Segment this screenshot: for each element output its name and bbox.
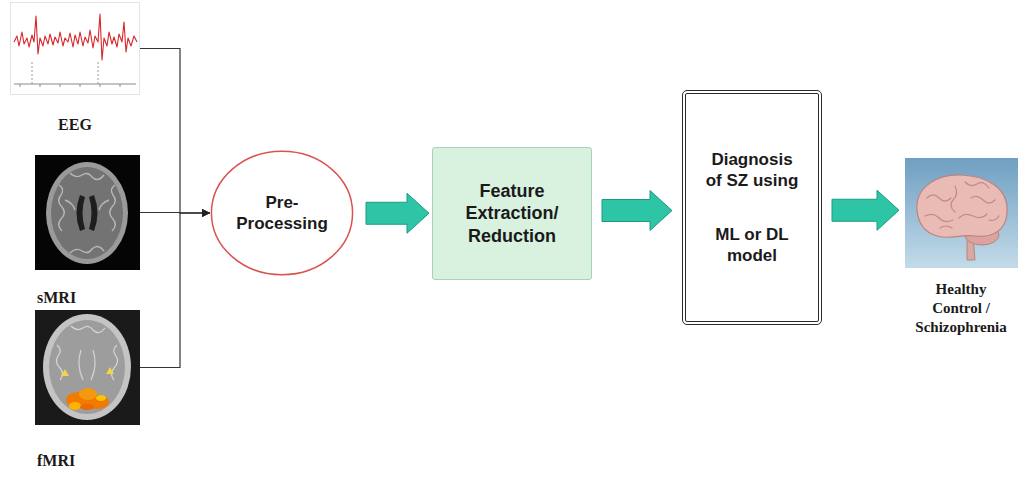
smri-background (35, 155, 140, 270)
smri-brain (51, 167, 123, 259)
model-box: Diagnosis of SZ using ML or DL model (682, 90, 822, 325)
node-label: EEG (10, 115, 140, 135)
smri-illustration (35, 155, 140, 270)
ellipse-outline (210, 150, 354, 276)
output-image-node: Healthy Control / Schizophrenia (905, 158, 1018, 268)
eeg-marker (98, 62, 99, 84)
brain-cerebrum (917, 175, 1007, 237)
process-ellipse: Pre-Processing (210, 150, 354, 276)
brain-illustration (905, 158, 1018, 268)
node-text-area: Diagnosis of SZ using ML or DL model (686, 94, 818, 321)
image-caption: sMRI (37, 288, 140, 308)
fmri-marker (106, 367, 114, 374)
fmri-marker (61, 369, 69, 376)
fmri-illustration (35, 310, 140, 425)
node-text: Diagnosis of SZ using (704, 149, 800, 192)
merge-connector (140, 213, 210, 368)
block-arrow (366, 193, 429, 233)
smri-image-node: sMRI (35, 155, 140, 270)
smri-skull (46, 162, 128, 264)
eeg-ticks (20, 84, 120, 87)
eeg-frame (11, 3, 140, 95)
node-label: Healthy Control / Schizophrenia (911, 280, 1011, 336)
eeg-marker (32, 62, 33, 84)
eeg-signal (14, 14, 137, 60)
node-label: sMRI (37, 288, 140, 308)
brain-gyri (925, 182, 999, 228)
fmri-brain (49, 320, 125, 414)
fmri-gyri (56, 326, 117, 380)
node-text-area: Pre-Processing (210, 150, 354, 276)
brain-background (905, 158, 1018, 268)
eeg-image-node: EEG (10, 2, 140, 95)
node-text: Feature Extraction/ Reduction (444, 180, 580, 248)
fmri-skull (43, 314, 131, 420)
block-arrow (832, 190, 899, 230)
merge-connector (140, 49, 210, 214)
eeg-illustration (10, 2, 140, 95)
node-text: ML or DL model (704, 224, 800, 267)
smri-ventricle (89, 195, 98, 231)
image-caption: EEG (10, 115, 140, 135)
image-caption: fMRI (37, 451, 140, 471)
smri-gyri (59, 173, 116, 253)
image-caption: Healthy Control / Schizophrenia (911, 280, 1011, 336)
node-text: Pre-Processing (229, 192, 335, 235)
fmri-image-node: fMRI (35, 310, 140, 425)
process-box: Feature Extraction/ Reduction (432, 147, 592, 280)
ellipse-outline-shape (211, 151, 352, 274)
fmri-activation (66, 388, 109, 410)
smri-ventricle (77, 195, 86, 231)
node-label: fMRI (37, 451, 140, 471)
node-text-area: Feature Extraction/ Reduction (433, 148, 591, 279)
fmri-background (35, 310, 140, 425)
eeg-axis (14, 84, 136, 85)
block-arrow (602, 191, 672, 231)
